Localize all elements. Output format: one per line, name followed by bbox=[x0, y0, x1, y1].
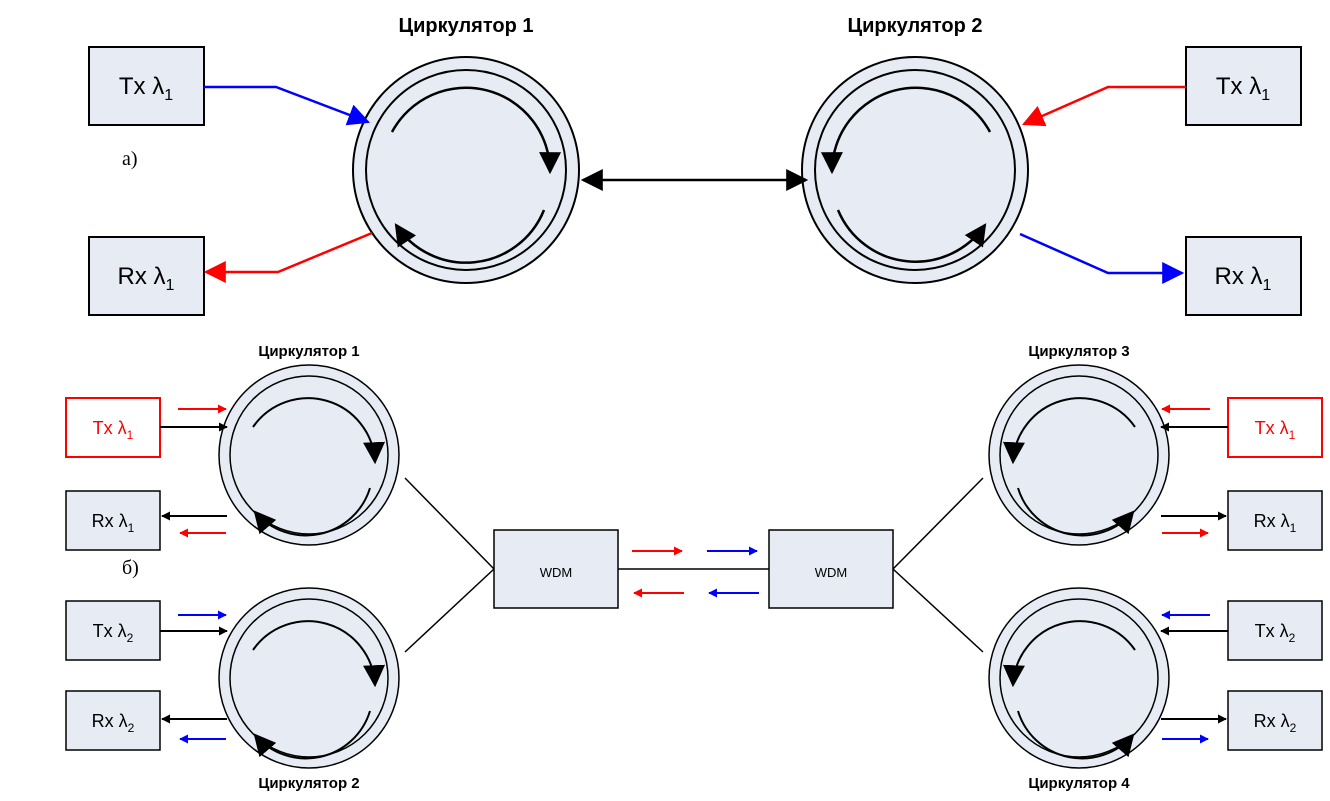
circulator-4 bbox=[988, 587, 1170, 769]
rx-box-left bbox=[88, 236, 205, 316]
part-a-label: а) bbox=[122, 148, 138, 170]
rotation-arrow-upper bbox=[252, 620, 386, 688]
rx-box-left-label: Rx λ1 bbox=[118, 263, 175, 294]
circulator-2 bbox=[801, 56, 1029, 284]
wdm-box-right bbox=[768, 529, 894, 609]
circulator-inner-ring bbox=[814, 69, 1016, 271]
tx1-box-right-label: Tx λ1 bbox=[1255, 418, 1296, 442]
rotation-arrow-upper bbox=[820, 86, 992, 175]
circulator-inner-ring bbox=[229, 598, 389, 758]
circulator-3 bbox=[988, 364, 1170, 546]
rx1-box-right-label: Rx λ1 bbox=[1254, 511, 1297, 535]
circulator-2-title: Циркулятор 2 bbox=[258, 775, 359, 792]
rx1-box-left-label: Rx λ1 bbox=[92, 511, 135, 535]
rx-box-right-label: Rx λ1 bbox=[1215, 263, 1272, 294]
circulator-inner-ring bbox=[229, 375, 389, 535]
circulator-1-title: Циркулятор 1 bbox=[258, 343, 359, 360]
rotation-arrow-lower bbox=[836, 209, 987, 263]
tx2-box-left bbox=[65, 600, 161, 661]
rotation-arrow-upper bbox=[390, 86, 562, 175]
circulator-2-title: Циркулятор 2 bbox=[847, 15, 982, 37]
rx2-box-right bbox=[1227, 690, 1323, 751]
rx2-box-left bbox=[65, 690, 161, 751]
circulator-inner-ring bbox=[999, 598, 1159, 758]
rx1-box-right bbox=[1227, 490, 1323, 551]
rotation-arrow-upper bbox=[252, 397, 386, 465]
fiber-c2-wdm bbox=[404, 568, 495, 653]
tx1-box-left-label: Tx λ1 bbox=[93, 418, 134, 442]
rx2-box-right-label: Rx λ2 bbox=[1254, 711, 1297, 735]
rx-box-right bbox=[1185, 236, 1302, 316]
circulator-inner-ring bbox=[365, 69, 567, 271]
circulator-4-title: Циркулятор 4 bbox=[1028, 775, 1130, 792]
wdm-box-left-label: WDM bbox=[540, 565, 573, 580]
circulator-3-title: Циркулятор 3 bbox=[1028, 343, 1129, 360]
tx1-box-left bbox=[65, 397, 161, 458]
rotation-arrow-lower bbox=[253, 487, 371, 537]
circulator-2 bbox=[218, 587, 400, 769]
signal-arrow-tx-left bbox=[204, 85, 371, 126]
rx1-box-left bbox=[65, 490, 161, 551]
rotation-arrow-upper bbox=[1002, 620, 1136, 688]
rotation-arrow-lower bbox=[394, 209, 546, 264]
signal-arrow-rx-right bbox=[1019, 232, 1185, 284]
tx2-box-left-label: Tx λ2 bbox=[93, 621, 134, 645]
tx-box-left-label: Tx λ1 bbox=[119, 73, 173, 104]
rotation-arrow-lower bbox=[253, 710, 371, 760]
part-b: б) Циркулятор 1 Циркулятор 2 Циркулятор … bbox=[65, 343, 1323, 792]
tx2-box-right bbox=[1227, 600, 1323, 661]
wdm-box-right-label: WDM bbox=[815, 565, 848, 580]
part-b-label: б) bbox=[122, 557, 139, 579]
circulator-1 bbox=[218, 364, 400, 546]
fiber-c1-wdm bbox=[404, 477, 495, 570]
signal-arrow-tx-right bbox=[1021, 85, 1186, 127]
fiber-wdm-c3 bbox=[892, 477, 984, 570]
circulator-inner-ring bbox=[999, 375, 1159, 535]
tx-box-right bbox=[1185, 46, 1302, 126]
circulator-1 bbox=[352, 56, 580, 284]
rotation-arrow-lower bbox=[1017, 710, 1135, 760]
rotation-arrow-lower bbox=[1017, 487, 1135, 537]
circulator-1-title: Циркулятор 1 bbox=[398, 15, 533, 37]
signal-arrow-rx-left bbox=[203, 231, 373, 283]
part-a: а) Циркулятор 1 Циркулятор 2 Tx λ1 Rx λ1 bbox=[88, 15, 1302, 316]
rotation-arrow-upper bbox=[1002, 397, 1136, 465]
tx-box-left bbox=[88, 46, 205, 126]
fiber-wdm-c4 bbox=[892, 568, 984, 653]
tx-box-right-label: Tx λ1 bbox=[1216, 73, 1270, 104]
tx2-box-right-label: Tx λ2 bbox=[1255, 621, 1296, 645]
rx2-box-left-label: Rx λ2 bbox=[92, 711, 135, 735]
